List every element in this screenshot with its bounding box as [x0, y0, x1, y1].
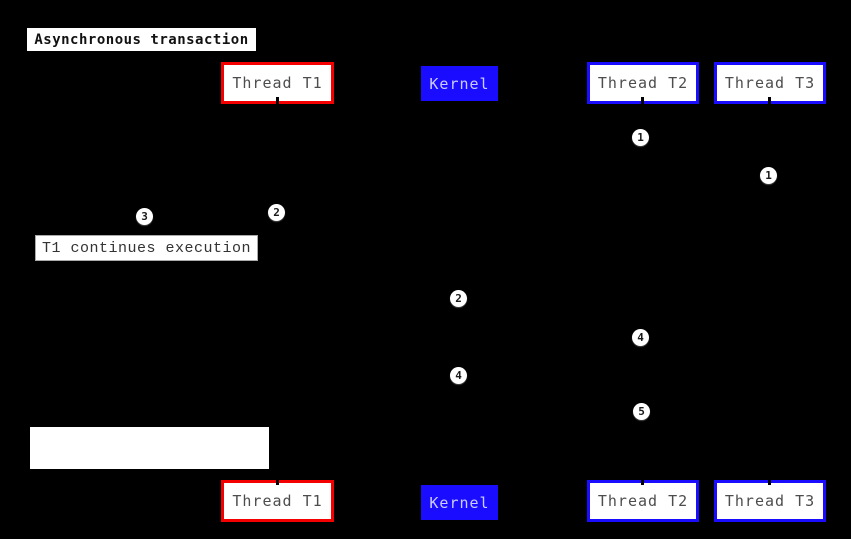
sequence-number-badge: 2 — [450, 290, 467, 307]
actor-thread-t3-bottom: Thread T3 — [714, 480, 826, 522]
sequence-number-badge: 1 — [632, 129, 649, 146]
sequence-number-badge: 1 — [760, 167, 777, 184]
lifeline-notch-t1-bottom — [276, 478, 279, 485]
lifeline-notch-t2-bottom — [641, 478, 644, 485]
sequence-number-badge: 3 — [136, 208, 153, 225]
lifeline-notch-t3-top — [768, 97, 771, 104]
lifeline-notch-t3-bottom — [768, 478, 771, 485]
actor-thread-t1-bottom: Thread T1 — [221, 480, 334, 522]
sequence-number-badge: 4 — [450, 367, 467, 384]
note-blank — [30, 427, 269, 469]
actor-kernel-bottom: Kernel — [421, 485, 498, 520]
actor-thread-t2-bottom: Thread T2 — [587, 480, 699, 522]
actor-kernel-top: Kernel — [421, 66, 498, 101]
lifeline-notch-t1-top — [276, 97, 279, 104]
sequence-number-badge: 4 — [632, 329, 649, 346]
lifeline-notch-t2-top — [641, 97, 644, 104]
sequence-number-badge: 2 — [268, 204, 285, 221]
note-t1-continues-execution: T1 continues execution — [35, 235, 258, 261]
diagram-title: Asynchronous transaction — [27, 28, 256, 51]
sequence-number-badge: 5 — [633, 403, 650, 420]
